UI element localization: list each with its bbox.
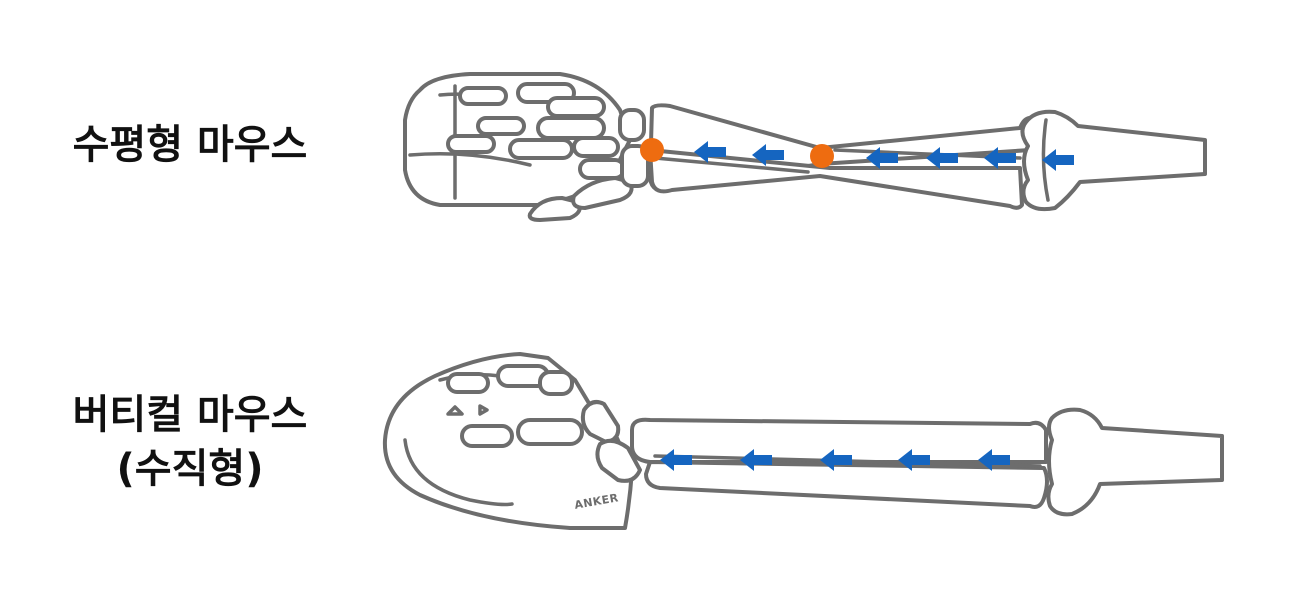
- stress-point-marker: [810, 144, 834, 168]
- left-arrow-icon: [740, 449, 772, 471]
- horizontal-stress-points: [640, 138, 834, 168]
- horizontal-arrow-group: [694, 141, 1074, 171]
- left-arrow-icon: [978, 449, 1010, 471]
- left-arrow-icon: [1042, 149, 1074, 171]
- left-arrow-icon: [866, 147, 898, 169]
- left-arrow-icon: [752, 144, 784, 166]
- horizontal-hand-bones: [446, 82, 650, 222]
- left-arrow-icon: [898, 449, 930, 471]
- stress-point-marker: [640, 138, 664, 162]
- vertical-forearm-bones: [630, 407, 1224, 517]
- horizontal-forearm-bones: [648, 103, 1207, 212]
- left-arrow-icon: [694, 141, 726, 163]
- left-arrow-icon: [984, 147, 1016, 169]
- horizontal-mouse-label: 수평형 마우스: [40, 118, 340, 172]
- left-arrow-icon: [660, 449, 692, 471]
- vertical-hand-bones: [446, 364, 642, 483]
- left-arrow-icon: [926, 147, 958, 169]
- horizontal-mouse-label-text: 수평형 마우스: [72, 122, 308, 168]
- left-arrow-icon: [820, 449, 852, 471]
- vertical-mouse-label-line1: 버티컬 마우스: [72, 392, 308, 438]
- vertical-mouse-label-line2: (수직형): [116, 446, 264, 492]
- vertical-mouse-label: 버티컬 마우스 (수직형): [40, 388, 340, 496]
- vertical-arrow-group: [660, 449, 1010, 471]
